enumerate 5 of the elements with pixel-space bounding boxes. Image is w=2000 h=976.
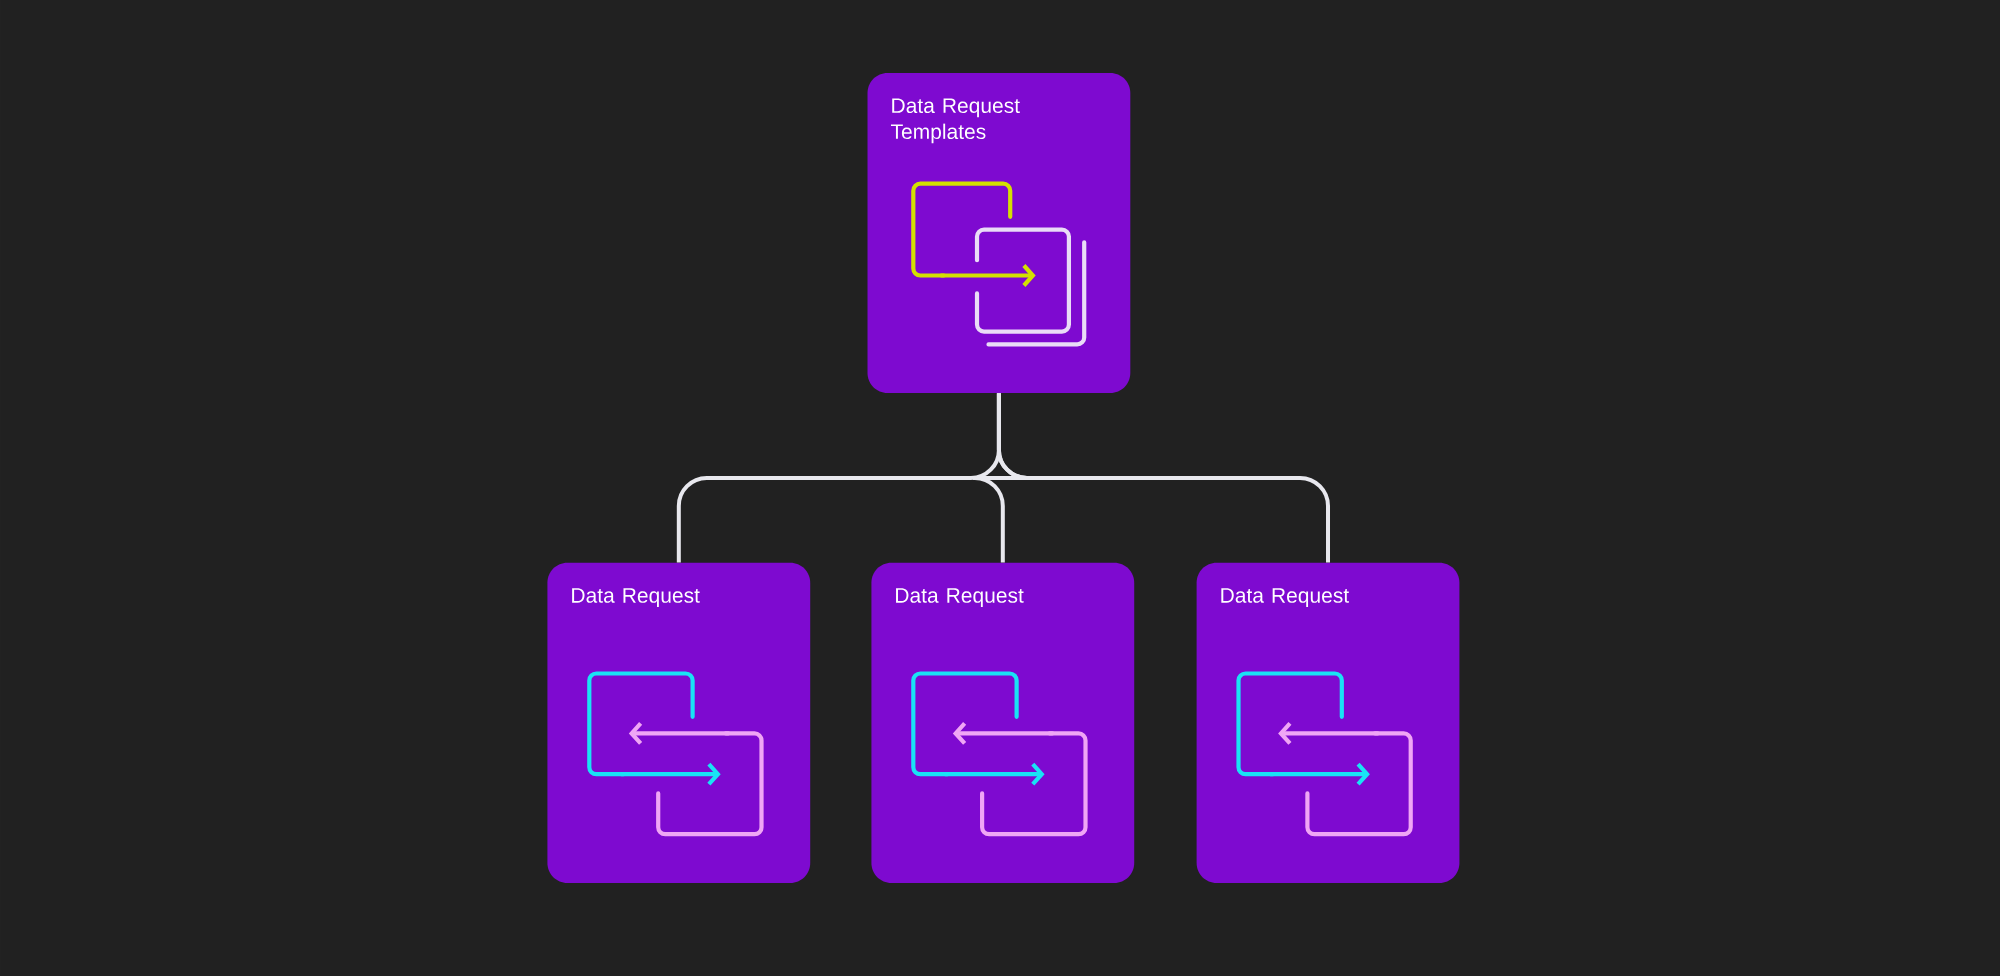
process-box: Data Request: [547, 562, 811, 883]
process-box: Data Request: [1196, 562, 1460, 883]
process-box: Data Request: [871, 562, 1135, 883]
connector-line: [996, 393, 1330, 563]
process-box: Data Request Templates: [867, 72, 1131, 394]
